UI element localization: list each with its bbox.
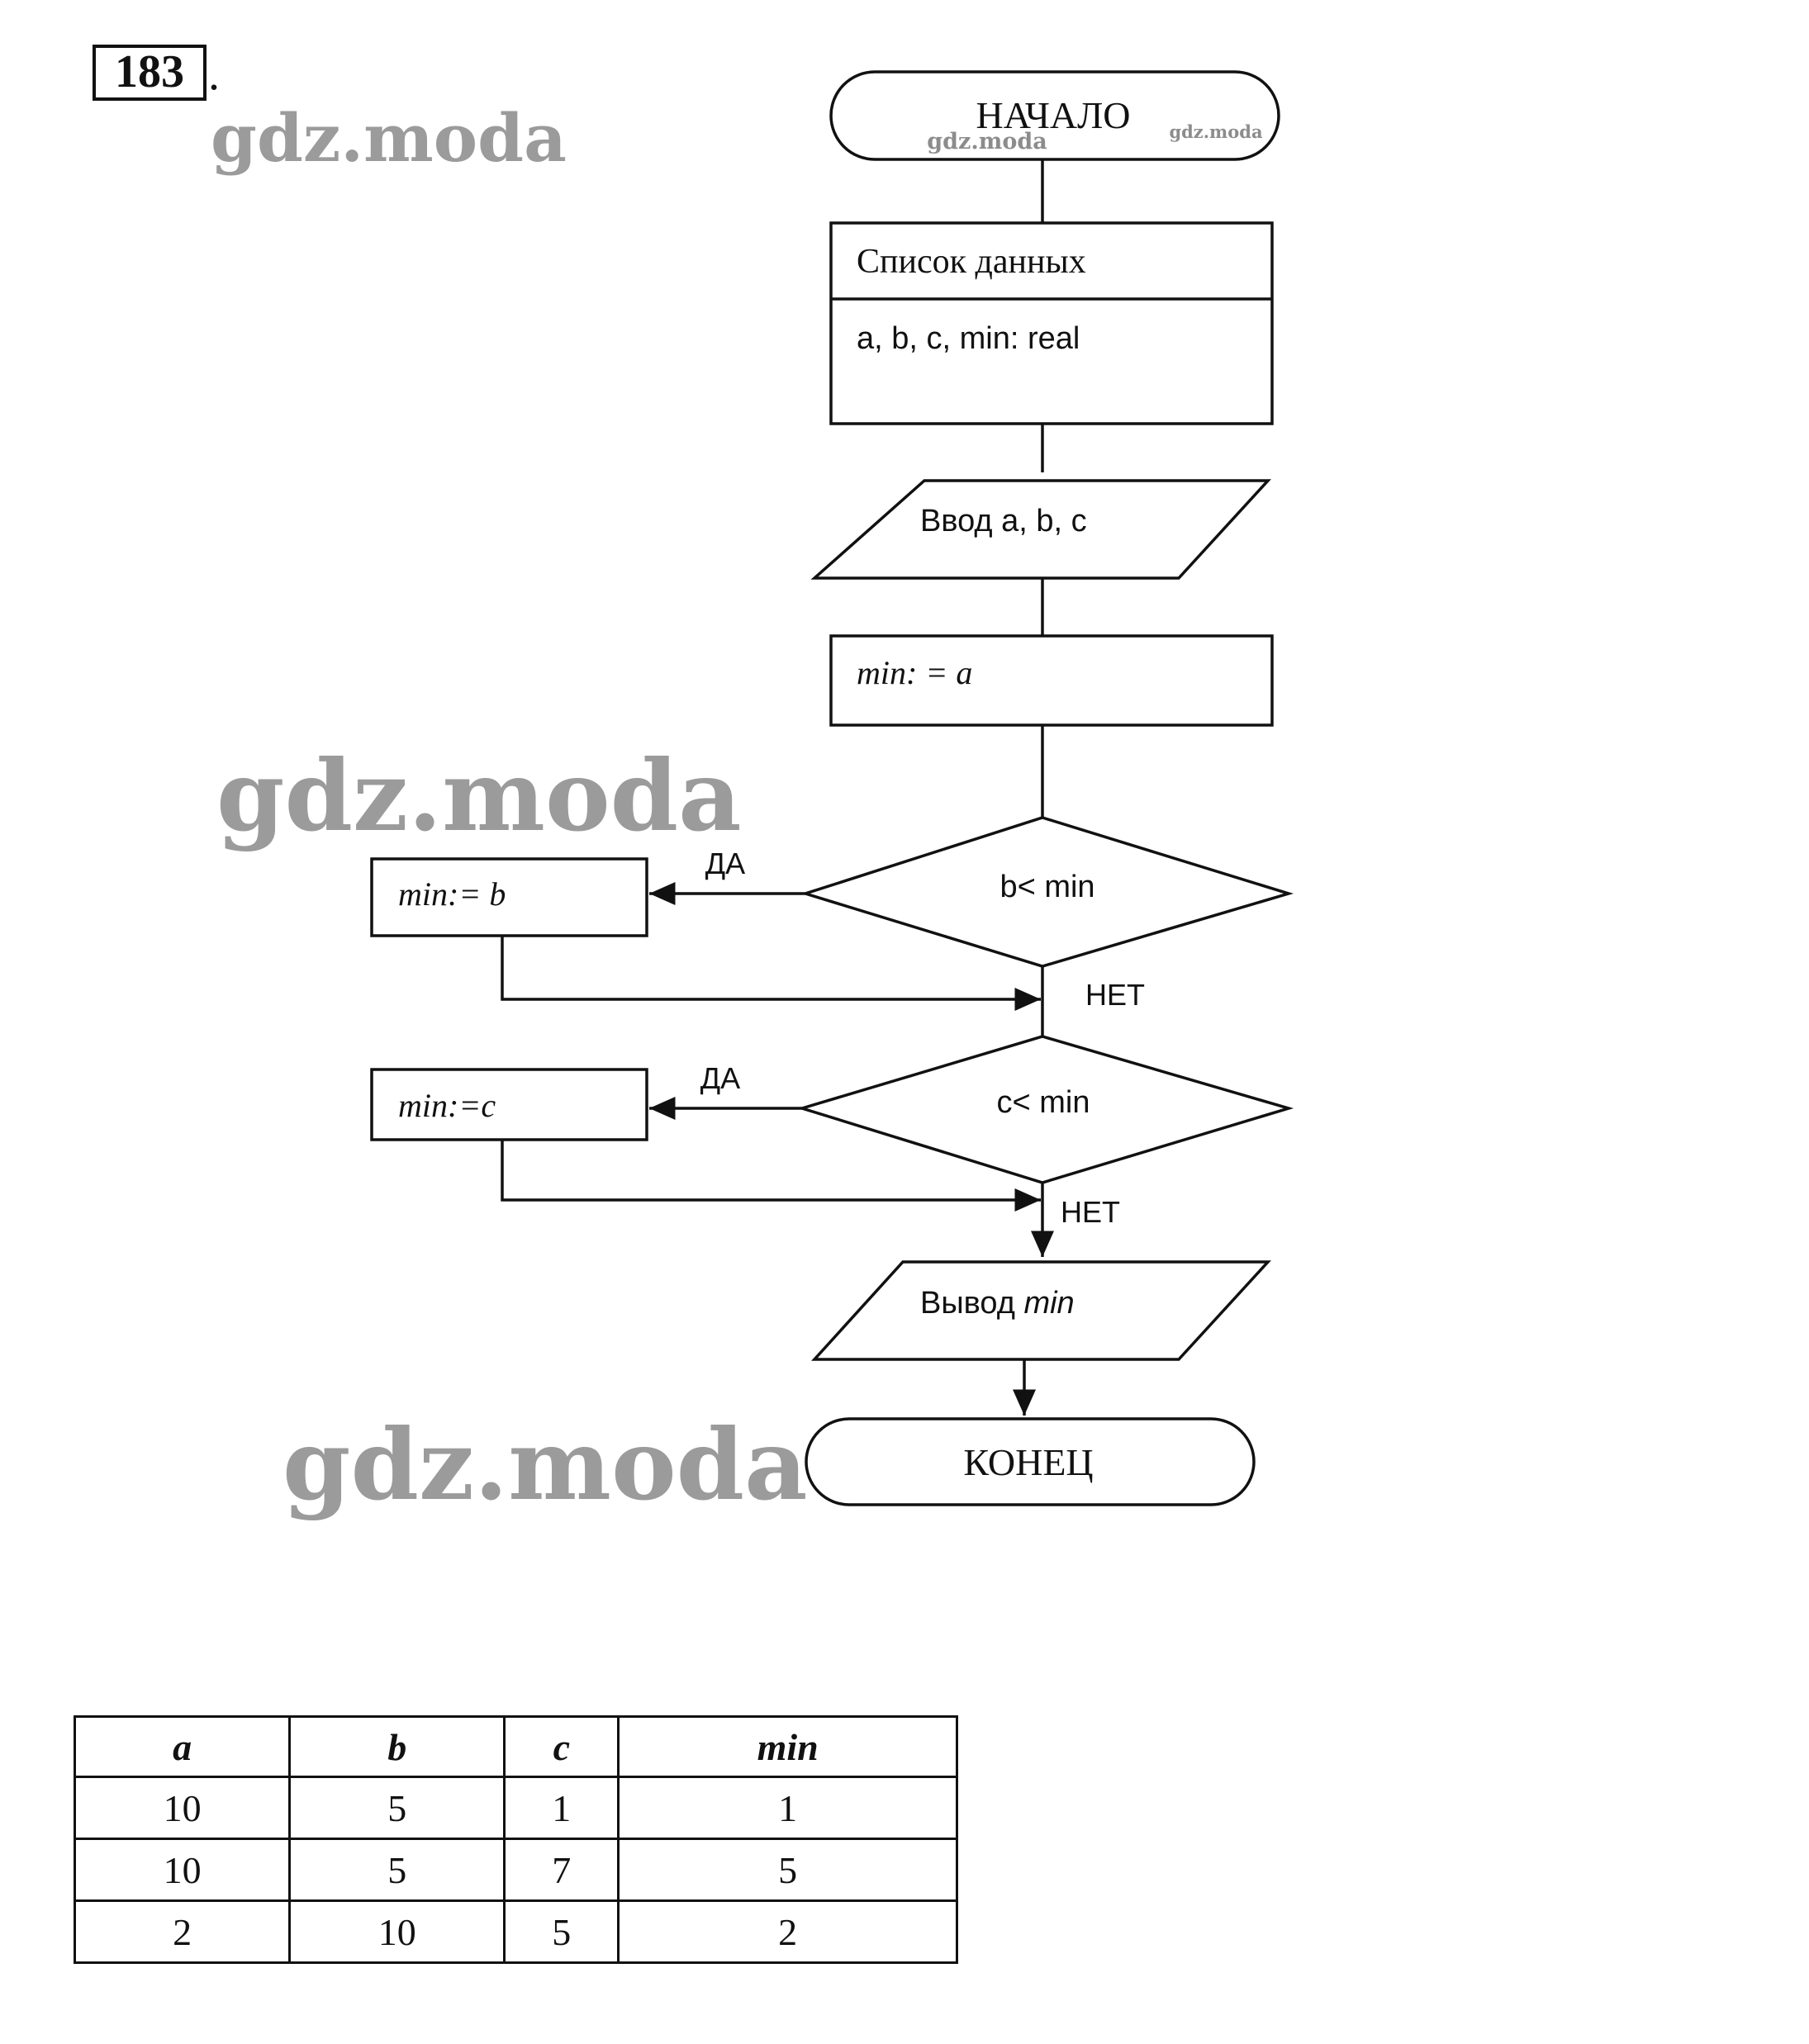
- return-arrow-c: [501, 1140, 1041, 1212]
- start-label: НАЧАЛО: [976, 94, 1131, 136]
- cell-a: 10: [73, 1838, 292, 1902]
- data-list-vars: a, b, c, min: real: [857, 321, 1080, 356]
- cond-c-diamond: [796, 1035, 1294, 1184]
- header-c: c: [503, 1715, 620, 1778]
- watermark-start-1: gdz.moda: [927, 129, 1047, 154]
- cond-c-label: c< min: [997, 1085, 1090, 1120]
- watermark-bottom: gdz.moda: [283, 1407, 808, 1522]
- cell-b: 5: [288, 1776, 506, 1840]
- no-label-b: НЕТ: [1085, 978, 1145, 1012]
- assign-a-block: [829, 634, 1274, 727]
- output-prefix: Вывод: [920, 1286, 1023, 1321]
- cell-min: 1: [617, 1776, 958, 1840]
- cond-b-label: b< min: [999, 870, 1094, 904]
- assign-c-block: [370, 1068, 648, 1141]
- problem-number-dot: .: [208, 49, 220, 100]
- header-b: b: [288, 1715, 506, 1778]
- cell-b: 5: [288, 1838, 506, 1902]
- watermark-top: gdz.moda: [211, 99, 567, 177]
- input-parallelogram: [810, 479, 1271, 580]
- end-terminator: [805, 1417, 1256, 1506]
- yes-label-b: ДА: [705, 847, 745, 880]
- start-terminator: [829, 70, 1280, 161]
- cell-min: 5: [617, 1838, 958, 1902]
- output-parallelogram: [811, 1260, 1271, 1361]
- trace-table: a b c min 10 5 1 1 10 5 7 5 2 10 5 2: [73, 1715, 958, 1964]
- output-label: Вывод min: [920, 1286, 1075, 1321]
- header-min: min: [617, 1715, 958, 1778]
- cell-c: 1: [503, 1776, 620, 1840]
- cell-a: 2: [73, 1899, 292, 1964]
- table-row: 10 5 1 1: [73, 1776, 958, 1840]
- watermark-start-2: gdz.moda: [1169, 121, 1263, 142]
- table-row: 2 10 5 2: [73, 1899, 958, 1964]
- assign-b-label: min:= b: [398, 875, 506, 913]
- cell-a: 10: [73, 1776, 292, 1840]
- cell-c: 5: [503, 1899, 620, 1964]
- problem-number: 183: [93, 45, 207, 101]
- data-list-block: [829, 221, 1274, 425]
- assign-c-label: min:=c: [398, 1087, 496, 1124]
- cell-c: 7: [503, 1838, 620, 1902]
- cell-min: 2: [617, 1899, 958, 1964]
- header-a: a: [73, 1715, 292, 1778]
- no-label-c: НЕТ: [1061, 1195, 1120, 1229]
- yes-label-c: ДА: [700, 1061, 740, 1095]
- table-header-row: a b c min: [73, 1715, 958, 1778]
- watermark-middle: gdz.moda: [216, 738, 742, 853]
- assign-b-block: [370, 857, 648, 937]
- input-label: Ввод a, b, c: [920, 504, 1087, 538]
- output-var: min: [1023, 1286, 1074, 1321]
- table-row: 10 5 7 5: [73, 1838, 958, 1902]
- return-arrow-b: [501, 936, 1041, 1011]
- cell-b: 10: [288, 1899, 506, 1964]
- data-list-title: Список данных: [857, 243, 1086, 281]
- assign-a-label: min: = a: [857, 654, 972, 691]
- cond-b-diamond: [800, 816, 1294, 968]
- end-label: КОНЕЦ: [963, 1441, 1093, 1483]
